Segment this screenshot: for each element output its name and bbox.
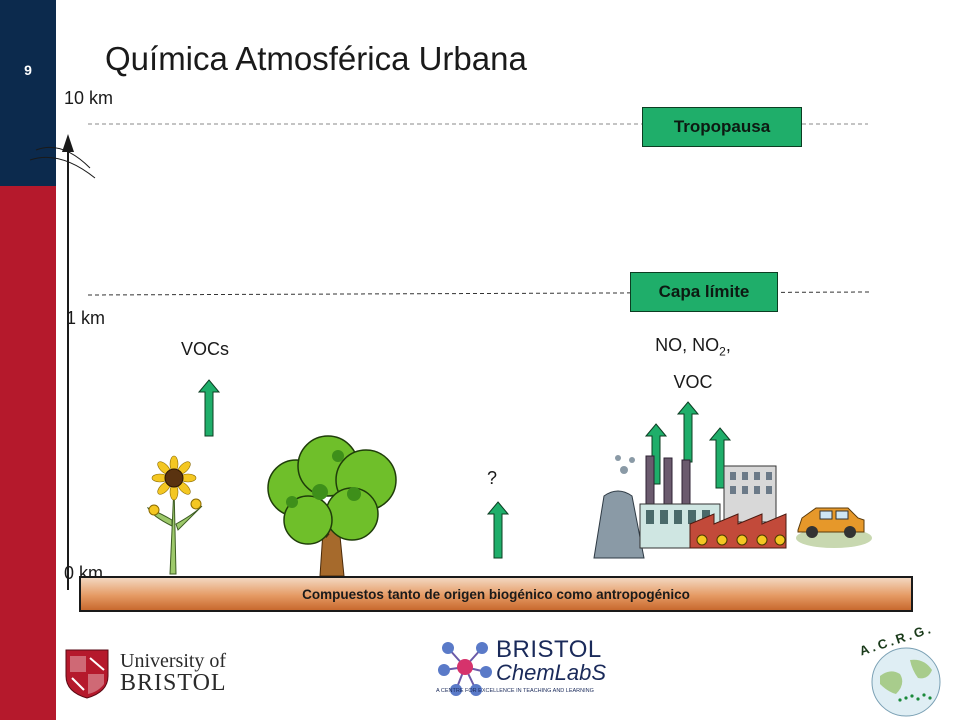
university-of-bristol-logo: University of BRISTOL xyxy=(64,648,244,699)
chemlabs-name-line-2: ChemLabS xyxy=(496,660,607,685)
sunflower-icon xyxy=(146,455,203,575)
arrow-unknown xyxy=(486,501,510,559)
slide-title: Química Atmosférica Urbana xyxy=(105,40,527,77)
factory-icon xyxy=(593,455,787,559)
boundary-layer-box: Capa límite xyxy=(630,272,778,312)
arrow-vocs xyxy=(197,379,221,437)
university-name-line-1: University of xyxy=(120,650,227,672)
sidebar-bottom-band xyxy=(0,186,56,720)
acrg-logo: A.C.R.G. xyxy=(852,621,952,718)
ground-layer-banner: Compuestos tanto de origen biogénico com… xyxy=(79,576,913,612)
chemlabs-tagline: A CENTRE FOR EXCELLENCE IN TEACHING AND … xyxy=(436,688,594,694)
altitude-label-1km: 1 km xyxy=(66,308,106,328)
bristol-crest-icon xyxy=(65,649,109,699)
bristol-chemlabs-logo: BRISTOL ChemLabS A CENTRE FOR EXCELLENCE… xyxy=(436,636,636,700)
unknown-label: ? xyxy=(486,468,497,488)
anthropogenic-line-2: VOC xyxy=(673,371,713,392)
anthropogenic-line-1: NO, NO2, xyxy=(655,335,731,359)
chemlabs-name-line-1: BRISTOL xyxy=(496,636,602,663)
tree-icon xyxy=(267,435,397,577)
globe-icon xyxy=(871,647,941,717)
molecule-icon xyxy=(438,642,492,696)
anthropogenic-label: NO, NO2, VOC xyxy=(628,330,758,397)
arrow-factory-right xyxy=(708,427,732,489)
arrow-factory-left xyxy=(644,423,668,485)
university-name-line-2: BRISTOL xyxy=(120,670,227,696)
car-icon xyxy=(796,507,872,548)
slide-number: 9 xyxy=(24,62,32,78)
altitude-label-10km: 10 km xyxy=(64,88,114,108)
sidebar-top-band xyxy=(0,0,56,186)
tropopause-box: Tropopausa xyxy=(642,107,802,147)
vocs-label: VOCs xyxy=(180,339,229,359)
